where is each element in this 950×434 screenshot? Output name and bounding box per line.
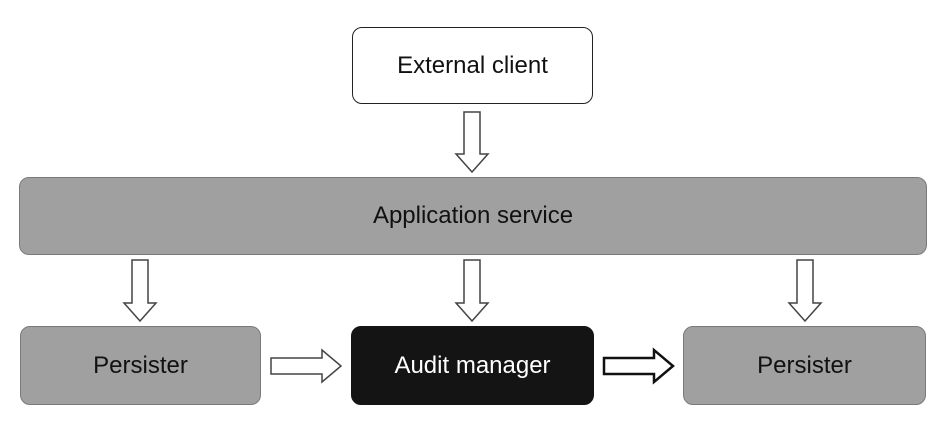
arrow-service-to-persister-right <box>787 259 823 323</box>
external-client-label: External client <box>397 51 548 79</box>
application-service-label: Application service <box>372 202 574 229</box>
external-client-node: External client <box>352 27 593 104</box>
persister-left-node: Persister <box>20 326 261 405</box>
persister-left-label: Persister <box>93 351 188 379</box>
arrow-persister-left-to-audit <box>270 348 343 384</box>
arrow-service-to-persister-left <box>122 259 158 323</box>
arrow-client-to-service <box>454 111 490 174</box>
application-service-node: Application service <box>19 177 927 255</box>
audit-manager-label: Audit manager <box>394 351 551 379</box>
audit-manager-node: Audit manager <box>351 326 594 405</box>
persister-right-label: Persister <box>757 351 852 379</box>
arrow-audit-to-persister-right <box>602 347 675 385</box>
arrow-service-to-audit <box>454 259 490 323</box>
persister-right-node: Persister <box>683 326 926 405</box>
